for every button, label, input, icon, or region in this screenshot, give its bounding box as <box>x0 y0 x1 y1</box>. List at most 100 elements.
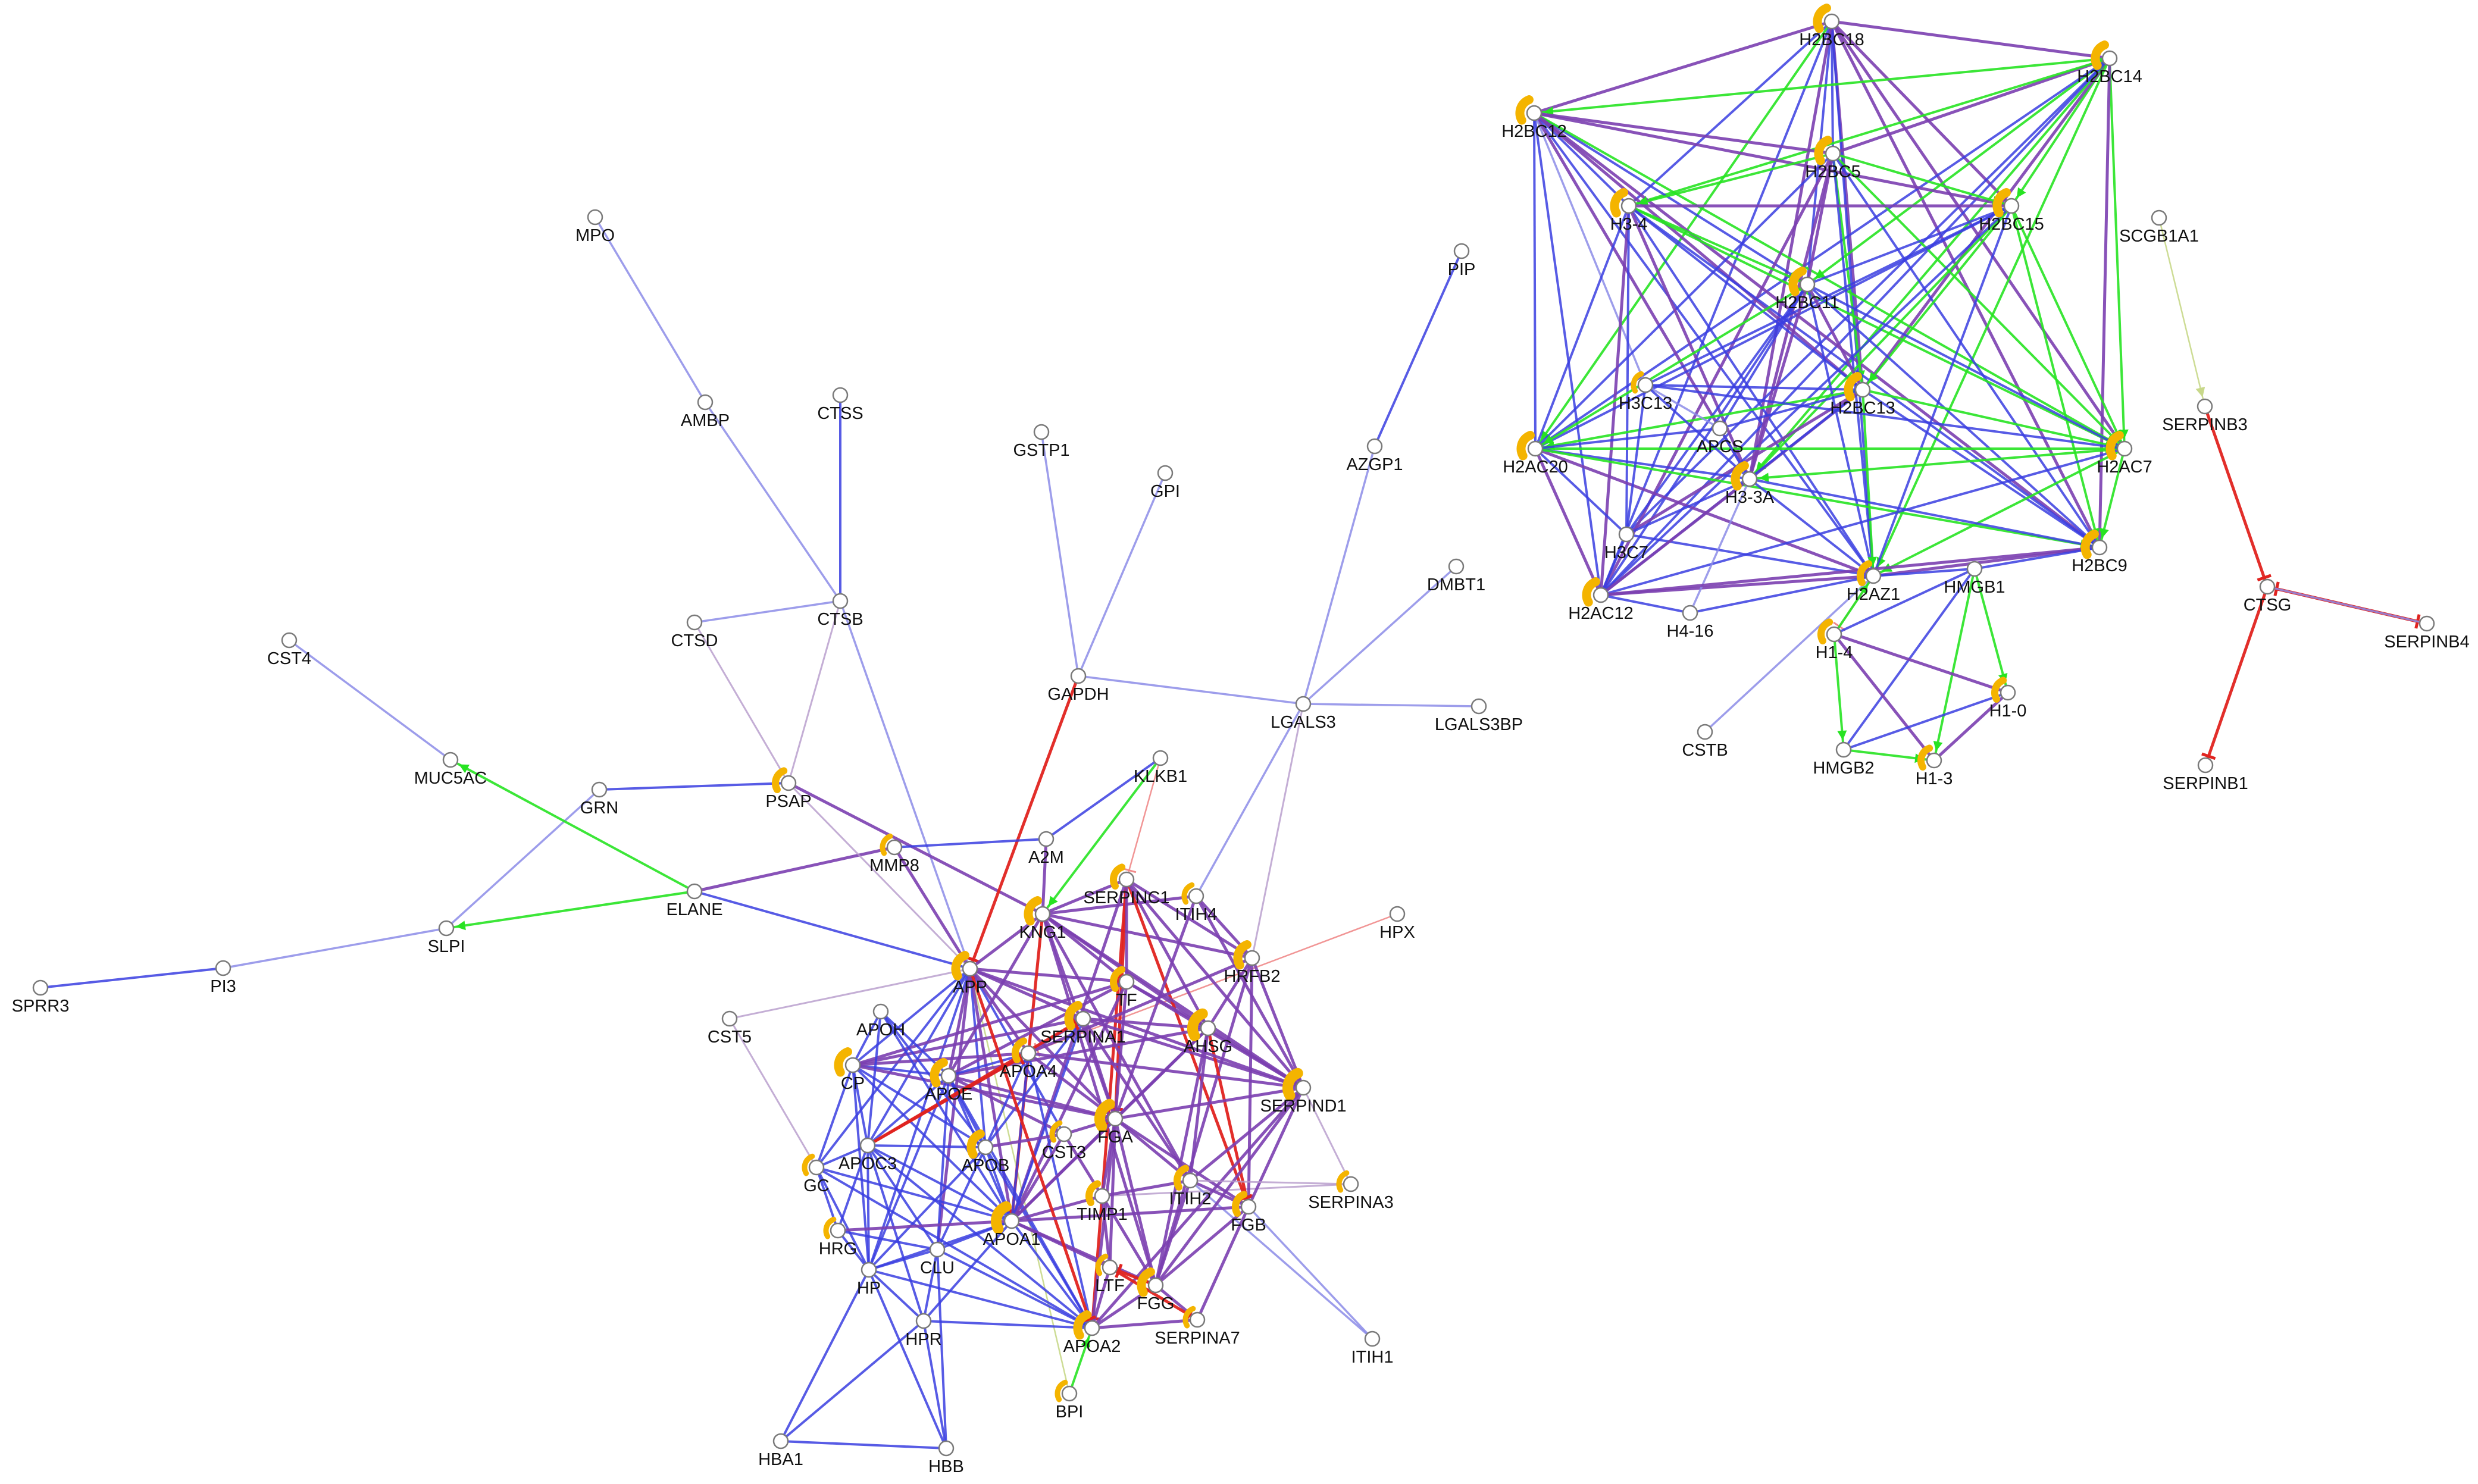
node-HRG[interactable]: HRG <box>819 1214 857 1258</box>
node-CST4[interactable]: CST4 <box>267 632 311 668</box>
node-HBA1[interactable]: HBA1 <box>758 1433 803 1469</box>
node-HPX[interactable]: HPX <box>1379 906 1415 942</box>
node-SERPINA7[interactable]: SERPINA7 <box>1154 1304 1240 1348</box>
node-TF[interactable]: TF <box>1109 964 1144 1010</box>
node-A2M[interactable]: A2M <box>1028 831 1064 867</box>
node-SCGB1A1[interactable]: SCGB1A1 <box>2119 209 2199 246</box>
edge-H2BC5-H2AC20 <box>1534 152 1834 450</box>
node-ITIH1[interactable]: ITIH1 <box>1351 1330 1394 1367</box>
node-H2BC14[interactable]: H2BC14 <box>2077 39 2142 86</box>
node-GPI[interactable]: GPI <box>1150 465 1180 501</box>
node-FGA[interactable]: FGA <box>1094 1097 1137 1147</box>
node-SERPINA1[interactable]: SERPINA1 <box>1040 999 1126 1047</box>
node-AMBP[interactable]: AMBP <box>681 394 730 430</box>
node-APP[interactable]: APP <box>950 949 990 997</box>
node-MPO[interactable]: MPO <box>575 209 615 245</box>
node-SERPINB3[interactable]: SERPINB3 <box>2162 398 2248 434</box>
node-H2AZ1[interactable]: H2AZ1 <box>1847 558 1900 604</box>
node-APOC3[interactable]: APOC3 <box>838 1137 897 1173</box>
node-SERPINC1[interactable]: SERPINC1 <box>1083 862 1170 907</box>
node-HRFB2[interactable]: HRFB2 <box>1224 938 1281 986</box>
node-CST3[interactable]: CST3 <box>1042 1118 1086 1162</box>
node-APOH[interactable]: APOH <box>856 1003 905 1040</box>
node-H2AC7[interactable]: H2AC7 <box>2097 429 2152 477</box>
node-SERPIND1[interactable]: SERPIND1 <box>1260 1066 1347 1116</box>
node-TIMP1[interactable]: TIMP1 <box>1077 1178 1128 1224</box>
node-PSAP[interactable]: PSAP <box>765 765 812 811</box>
node-AZGP1[interactable]: AZGP1 <box>1346 438 1403 474</box>
node-HMGB1[interactable]: HMGB1 <box>1944 561 2005 597</box>
node-H3-3A[interactable]: H3-3A <box>1725 459 1775 507</box>
node-H2BC15[interactable]: H2BC15 <box>1979 186 2044 234</box>
edge-APOA2-HP <box>868 1269 1093 1329</box>
node-H2BC12[interactable]: H2BC12 <box>1501 93 1567 141</box>
node-KLKB1[interactable]: KLKB1 <box>1134 750 1187 786</box>
node-AHSG[interactable]: AHSG <box>1184 1007 1232 1056</box>
node-LTF[interactable]: LTF <box>1094 1251 1127 1295</box>
node-SERPINA3[interactable]: SERPINA3 <box>1308 1168 1394 1212</box>
node-H2BC5[interactable]: H2BC5 <box>1805 134 1861 181</box>
node-MMP8[interactable]: MMP8 <box>869 831 919 875</box>
node-H2BC18[interactable]: H2BC18 <box>1799 2 1864 49</box>
node-H1-0[interactable]: H1-0 <box>1989 675 2027 721</box>
node-GAPDH[interactable]: GAPDH <box>1047 668 1109 704</box>
edge-line <box>1644 384 1751 480</box>
node-H2BC13[interactable]: H2BC13 <box>1830 370 1895 418</box>
node-ELANE[interactable]: ELANE <box>666 883 723 919</box>
edge-LGALS3BP-LGALS3 <box>1303 703 1479 707</box>
node-CSTB[interactable]: CSTB <box>1682 724 1728 760</box>
node-H3C7[interactable]: H3C7 <box>1604 526 1648 562</box>
node-CST5[interactable]: CST5 <box>708 1010 752 1047</box>
node-H3-4[interactable]: H3-4 <box>1609 186 1648 234</box>
node-ITIH2[interactable]: ITIH2 <box>1169 1163 1212 1209</box>
node-FGG[interactable]: FGG <box>1136 1266 1175 1313</box>
node-APOA1[interactable]: APOA1 <box>983 1200 1041 1249</box>
node-BPI[interactable]: BPI <box>1053 1377 1086 1422</box>
node-KNG1[interactable]: KNG1 <box>1019 894 1066 942</box>
node-H4-16[interactable]: H4-16 <box>1667 605 1714 641</box>
node-CLU[interactable]: CLU <box>920 1241 955 1278</box>
node-H1-4[interactable]: H1-4 <box>1816 616 1853 662</box>
node-FGB[interactable]: FGB <box>1231 1189 1266 1235</box>
node-SLPI[interactable]: SLPI <box>428 920 465 956</box>
node-label: CTSG <box>2244 596 2292 615</box>
node-SPRR3[interactable]: SPRR3 <box>12 979 70 1016</box>
node-GRN[interactable]: GRN <box>580 781 618 818</box>
node-H2BC9[interactable]: H2BC9 <box>2072 528 2127 575</box>
node-H2BC11[interactable]: H2BC11 <box>1775 265 1839 312</box>
node-H2AC12[interactable]: H2AC12 <box>1568 575 1634 623</box>
node-HBB[interactable]: HBB <box>928 1440 964 1476</box>
node-APOE[interactable]: APOE <box>925 1056 973 1104</box>
node-LGALS3[interactable]: LGALS3 <box>1271 696 1336 732</box>
node-SERPINB1[interactable]: SERPINB1 <box>2163 757 2248 793</box>
node-DMBT1[interactable]: DMBT1 <box>1427 558 1485 594</box>
node-GC[interactable]: GC <box>800 1151 833 1195</box>
node-H1-3[interactable]: H1-3 <box>1916 743 1953 788</box>
node-circle <box>2197 757 2214 774</box>
node-PIP[interactable]: PIP <box>1448 243 1476 279</box>
node-APCS[interactable]: APCS <box>1697 420 1744 456</box>
node-HMGB2[interactable]: HMGB2 <box>1813 741 1875 778</box>
node-label: APOH <box>856 1020 905 1040</box>
node-CTSS[interactable]: CTSS <box>817 387 863 423</box>
node-APOA4[interactable]: APOA4 <box>1000 1035 1057 1081</box>
node-circle <box>591 781 608 798</box>
node-H3C13[interactable]: H3C13 <box>1619 369 1672 413</box>
node-CTSD[interactable]: CTSD <box>671 614 718 650</box>
node-MUC5AC[interactable]: MUC5AC <box>414 752 487 788</box>
node-HPR[interactable]: HPR <box>905 1313 942 1349</box>
node-H2AC20[interactable]: H2AC20 <box>1503 429 1568 477</box>
node-CTSB[interactable]: CTSB <box>817 593 863 629</box>
node-HP[interactable]: HP <box>857 1261 881 1298</box>
node-LGALS3BP[interactable]: LGALS3BP <box>1435 698 1523 734</box>
node-SERPINB4[interactable]: SERPINB4 <box>2384 615 2470 652</box>
node-CTSG[interactable]: CTSG <box>2244 578 2292 615</box>
node-CP[interactable]: CP <box>833 1045 872 1093</box>
node-APOB[interactable]: APOB <box>962 1128 1010 1175</box>
edge-H2AC20-H3C7 <box>1534 447 1628 536</box>
node-APOA2[interactable]: APOA2 <box>1063 1308 1121 1356</box>
node-GSTP1[interactable]: GSTP1 <box>1013 424 1070 460</box>
edge-line <box>868 1269 1093 1329</box>
node-ITIH4[interactable]: ITIH4 <box>1175 880 1218 924</box>
node-PI3[interactable]: PI3 <box>210 960 236 996</box>
